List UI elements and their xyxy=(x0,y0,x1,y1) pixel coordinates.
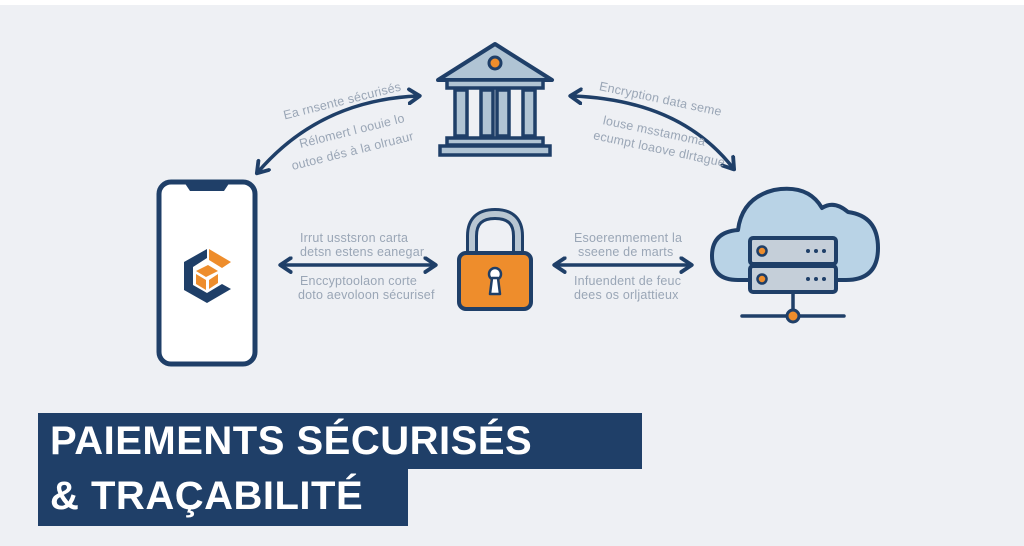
bank-icon xyxy=(436,42,554,157)
label-phone-lock-bottom-2: doto aevoloon sécurisef xyxy=(298,288,435,302)
label-lock-cloud-top-2: sseene de marts xyxy=(578,245,674,259)
label-phone-lock-bottom-1: Enccyptoolaon corte xyxy=(300,274,418,288)
label-lock-cloud-bottom-1: Infuendent de feuc xyxy=(574,274,682,288)
title-line-1: PAIEMENTS SÉCURISÉS xyxy=(50,419,533,463)
title-line-2-box: & TRAÇABILITÉ xyxy=(38,466,408,526)
cloud-server-icon xyxy=(710,186,880,324)
brand-logo-icon xyxy=(184,249,231,303)
title-line-2: & TRAÇABILITÉ xyxy=(50,474,364,518)
top-strip xyxy=(0,0,1024,5)
arrow-phone-bank xyxy=(258,96,418,172)
label-phone-lock-top-1: Irrut usstsron carta xyxy=(300,231,409,245)
arrow-bank-cloud xyxy=(572,96,733,168)
label-phone-lock-top-2: detsn estens eanegar xyxy=(300,245,425,259)
label-lock-cloud-top-1: Esoerenmement la xyxy=(574,231,683,245)
label-lock-cloud-bottom-2: dees os orljattieux xyxy=(574,288,679,302)
padlock-icon xyxy=(457,207,533,311)
title-line-1-box: PAIEMENTS SÉCURISÉS xyxy=(38,413,642,469)
